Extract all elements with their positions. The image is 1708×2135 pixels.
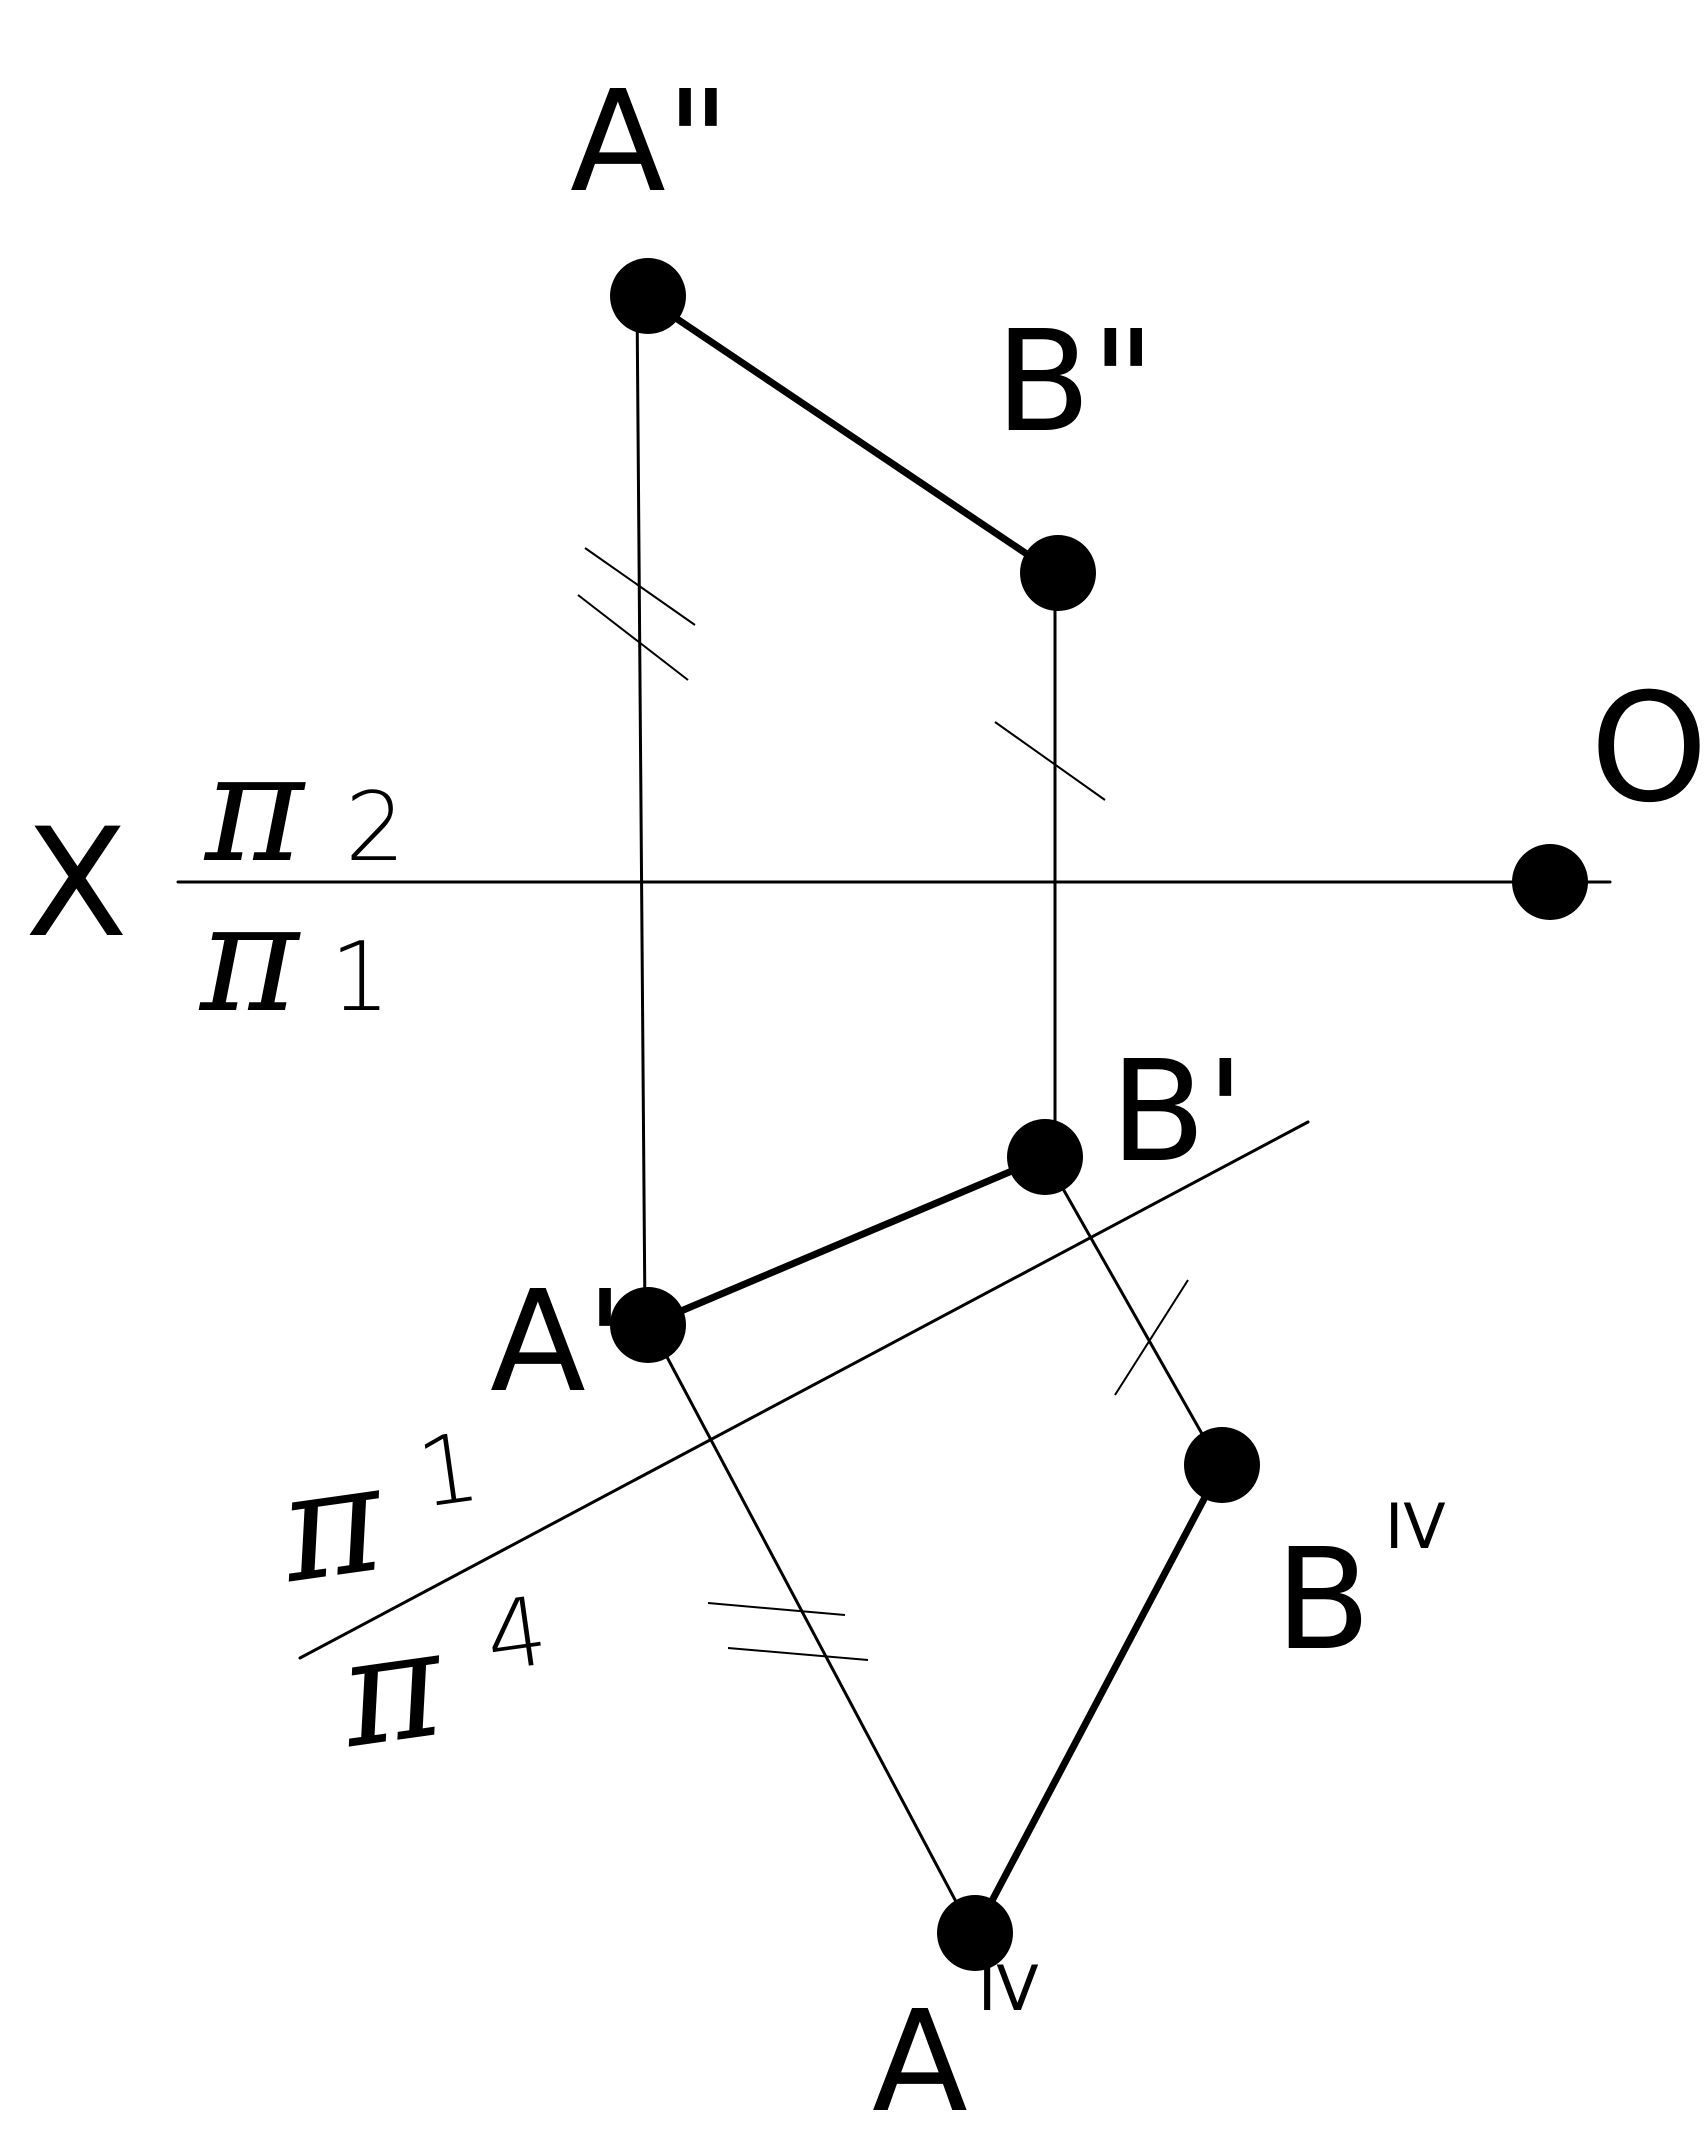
label-a-front: A" [570, 61, 730, 224]
pi4-symbol: π [329, 1596, 455, 1783]
plane-label-pi1-new: π 1 [269, 1413, 486, 1618]
pi1-new-symbol: π [269, 1431, 395, 1618]
label-a-new-letter: A [872, 1981, 968, 2135]
segment-ab-front [639, 292, 1059, 577]
pi1-symbol: π [198, 872, 301, 1046]
tick-a-front-1 [584, 547, 696, 626]
plane-label-pi4: π 4 [329, 1576, 554, 1783]
point-b-front [1020, 535, 1096, 611]
projection-line-a [635, 296, 647, 1322]
label-b-new: B IV [1275, 1490, 1446, 1682]
tick-a-new-1 [707, 1602, 846, 1616]
new-axis-line [298, 1120, 1310, 1660]
label-a-top: A' [490, 1261, 624, 1424]
pi1-new-number: 1 [411, 1413, 486, 1530]
point-a-new [937, 1895, 1013, 1971]
segment-ab-top [644, 1153, 1049, 1329]
tick-a-front-2 [577, 594, 689, 681]
pi1-number: 1 [330, 923, 390, 1033]
segment-ab-new [971, 1461, 1226, 1937]
label-b-top: B' [1110, 1031, 1245, 1194]
origin-point [1512, 844, 1588, 920]
plane-label-pi2: π 2 [203, 722, 405, 896]
label-x-axis: X [25, 797, 128, 971]
tick-b-new [1114, 1279, 1189, 1396]
pi2-symbol: π [203, 722, 306, 896]
point-b-new [1184, 1427, 1260, 1503]
label-b-new-letter: B [1275, 1519, 1371, 1682]
pi4-number: 4 [479, 1576, 554, 1693]
projection-line-b-new [1043, 1155, 1220, 1464]
tick-b-front [994, 721, 1106, 801]
tick-a-new-2 [727, 1647, 869, 1661]
projection-line-a-new [648, 1323, 972, 1930]
label-b-front: B" [995, 301, 1155, 464]
plane-label-pi1: π 1 [198, 872, 390, 1046]
point-a-top [610, 1287, 686, 1363]
pi2-number: 2 [345, 773, 405, 883]
label-a-new-superscript: IV [978, 1952, 1039, 2025]
label-origin: O [1590, 662, 1708, 836]
label-b-new-superscript: IV [1385, 1490, 1446, 1563]
point-b-top [1007, 1119, 1083, 1195]
label-a-new: A IV [872, 1952, 1039, 2135]
point-a-front [610, 258, 686, 334]
